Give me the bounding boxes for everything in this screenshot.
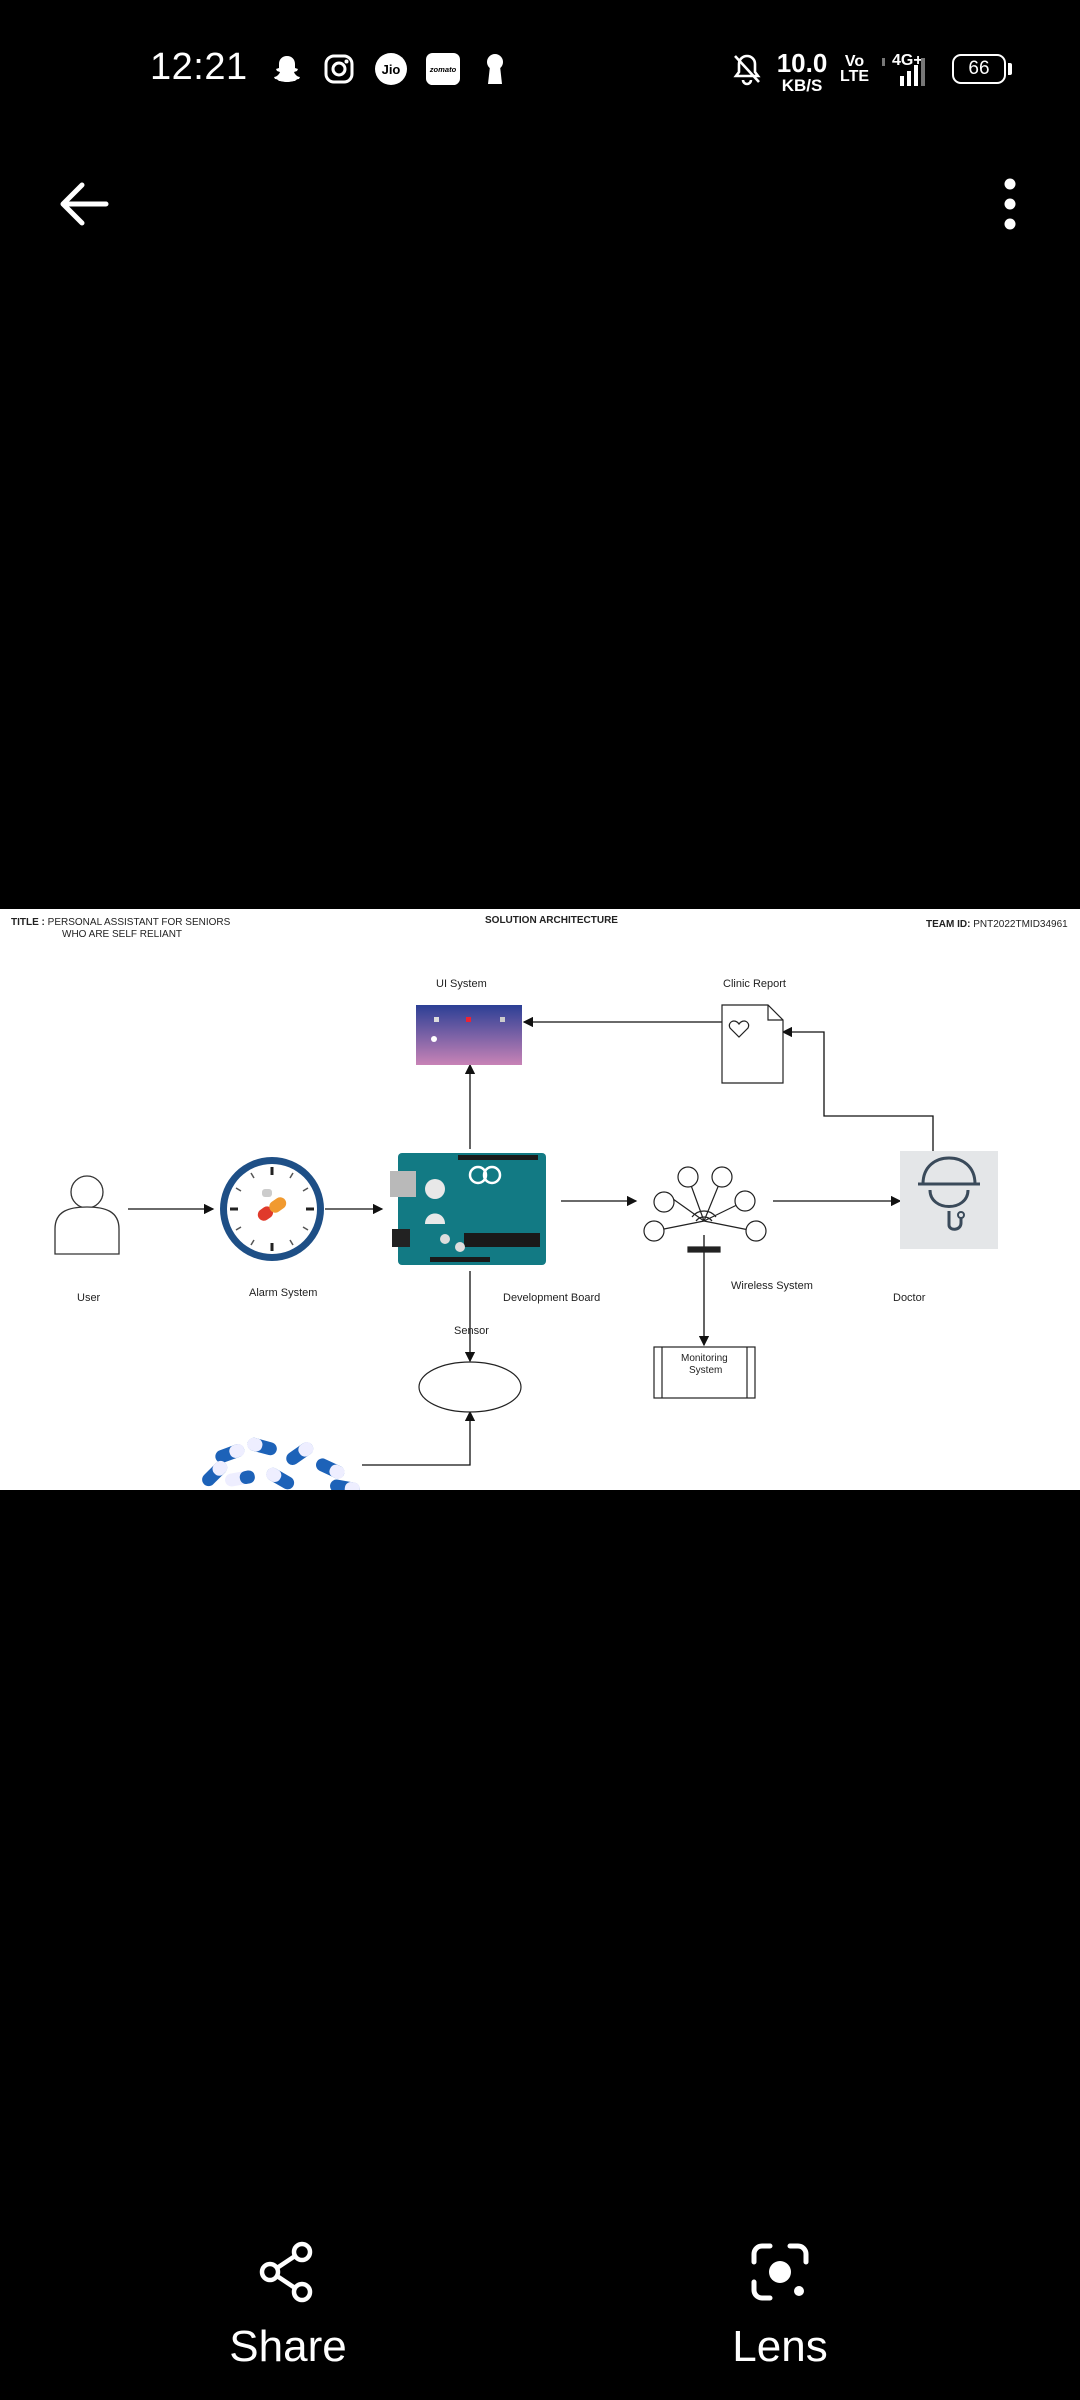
- volte-bottom: LTE: [840, 68, 870, 86]
- volte-indicator: Vo LTE: [840, 53, 870, 86]
- label-alarm-system: Alarm System: [249, 1287, 318, 1299]
- network-speed-value: 10.0: [776, 48, 828, 78]
- diagram-heading: SOLUTION ARCHITECTURE: [485, 915, 618, 926]
- arrow-pills-sensor: [362, 1410, 476, 1466]
- status-time: 12:21: [150, 46, 248, 88]
- zomato-label: zomato: [429, 65, 457, 74]
- diagram-title-prefix: TITLE :: [11, 917, 45, 928]
- share-label: Share: [229, 2322, 347, 2371]
- lens-icon: [751, 2243, 809, 2301]
- label-user: User: [77, 1292, 101, 1304]
- sensor-shape: [418, 1361, 522, 1413]
- share-icon: [259, 2241, 313, 2303]
- diagram-graphics: [54, 1004, 998, 1490]
- more-vert-icon: [1004, 178, 1016, 230]
- network-type: 4G+: [892, 52, 923, 69]
- doctor-icon: [900, 1151, 998, 1249]
- label-wireless-system: Wireless System: [731, 1280, 813, 1292]
- diagram-title: TITLE : PERSONAL ASSISTANT FOR SENIORS: [11, 917, 230, 928]
- keyhole-icon: [478, 52, 512, 86]
- jio-label: Jio: [382, 62, 401, 77]
- diagram-team-id: TEAM ID: PNT2022TMID34961: [926, 919, 1068, 930]
- label-monitoring-line2: System: [689, 1365, 723, 1376]
- label-monitoring-line1: Monitoring: [681, 1353, 728, 1364]
- arrow-doctor-report: [781, 1026, 934, 1152]
- jio-icon: Jio: [374, 52, 408, 86]
- lens-button[interactable]: Lens: [680, 2240, 880, 2390]
- label-sensor: Sensor: [454, 1325, 489, 1337]
- development-board-icon: [390, 1153, 546, 1265]
- instagram-icon: [322, 52, 356, 86]
- monitoring-system-shape: [653, 1346, 756, 1399]
- wireless-system-icon: [643, 1166, 767, 1253]
- lens-label: Lens: [732, 2322, 828, 2371]
- battery-icon: 66: [952, 54, 1006, 84]
- zomato-icon: zomato: [426, 52, 460, 86]
- label-ui-system: UI System: [436, 978, 487, 990]
- back-button[interactable]: [52, 172, 116, 236]
- share-button[interactable]: Share: [188, 2240, 388, 2390]
- battery-level: 66: [968, 58, 990, 79]
- snapchat-icon: [270, 52, 304, 86]
- diagram-title-line1: PERSONAL ASSISTANT FOR SENIORS: [47, 917, 231, 928]
- volte-top: Vo: [844, 53, 865, 70]
- diagram-title-line2: WHO ARE SELF RELIANT: [62, 929, 183, 940]
- arrow-left-icon: [60, 182, 109, 226]
- architecture-diagram-image[interactable]: TITLE : PERSONAL ASSISTANT FOR SENIORS W…: [0, 909, 1080, 1490]
- battery-tip: [1008, 63, 1012, 75]
- label-doctor: Doctor: [893, 1292, 926, 1304]
- network-speed: 10.0 KB/S: [776, 50, 828, 94]
- clinic-report-icon: [721, 1004, 784, 1084]
- team-id-value: PNT2022TMID34961: [973, 919, 1068, 930]
- mute-bell-icon: [730, 52, 764, 86]
- label-clinic-report: Clinic Report: [723, 978, 786, 990]
- more-options-button[interactable]: [990, 172, 1030, 236]
- label-development-board: Development Board: [503, 1292, 601, 1304]
- network-speed-unit: KB/S: [781, 76, 823, 95]
- alarm-clock-icon: [220, 1157, 324, 1261]
- pills-image: [202, 1437, 360, 1490]
- user-icon: [54, 1175, 120, 1255]
- team-id-prefix: TEAM ID:: [926, 919, 971, 930]
- ui-system-screen: [416, 1005, 522, 1065]
- signal-icon: 4G+: [878, 52, 938, 88]
